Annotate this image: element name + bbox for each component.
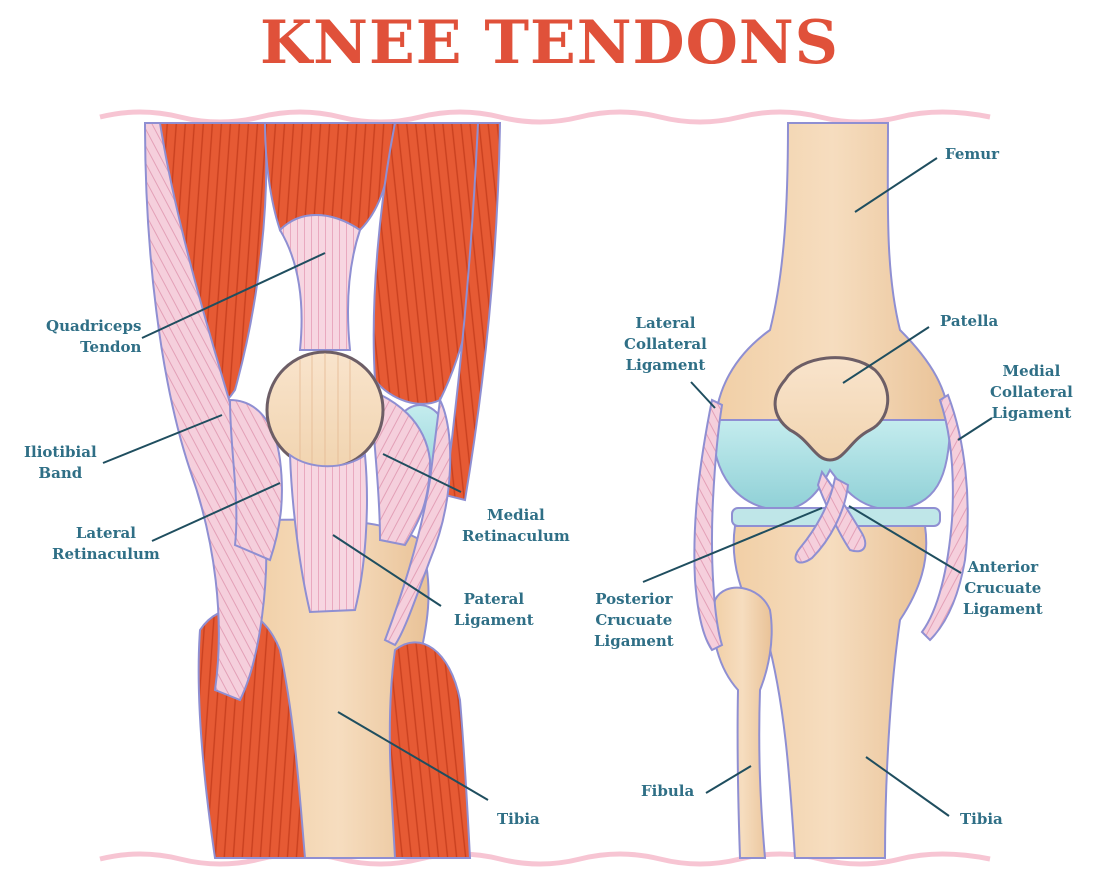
femoral-cartilage [710,419,952,512]
medial-retinaculum [368,388,432,547]
lateral-collateral-ligament [693,398,724,652]
label-patella: Patella [940,312,999,330]
rectus-femoris-muscle [263,122,397,232]
label-lateral-retinaculum: Lateral Retinaculum [52,524,160,563]
label-posterior-crucuate-ligament: Posterior Crucuate Ligament [594,590,674,650]
label-left-tibia: Tibia [497,810,540,828]
label-medial-retinaculum: Medial Retinaculum [462,506,570,545]
right-patella [773,356,890,462]
diagram-title: KNEE TENDONS [259,8,840,78]
label-quadriceps-tendon: Quadriceps Tendon [46,317,142,356]
label-anterior-crucuate-ligament: Anterior Crucuate Ligament [963,558,1043,618]
iliotibial-band [143,122,268,702]
leader-lines [102,157,993,817]
quadriceps-tendon [278,214,362,351]
label-iliotibial-band: Iliotibial Band [24,443,97,482]
patellar-ligament [288,452,368,614]
fibula-bone [711,586,773,859]
label-pateral-ligament: Pateral Ligament [454,590,534,629]
posterior-cruciate-ligament [794,476,850,564]
label-lateral-collateral-ligament: Lateral Collateral Ligament [624,314,707,374]
frame-wave-top [99,109,991,125]
label-medial-collateral-ligament: Medial Collateral Ligament [990,362,1073,422]
label-right-tibia: Tibia [960,810,1003,828]
label-femur: Femur [945,145,1000,163]
label-fibula: Fibula [641,782,695,800]
right-knee-view [693,122,969,859]
calf-muscle-medial [388,641,472,859]
frame-wave-bottom [99,851,991,867]
sartorius-muscle [443,122,502,502]
right-tibia-bone [732,525,928,859]
medial-band [383,396,452,647]
left-knee-view [143,122,502,859]
medial-collateral-ligament [920,393,969,642]
